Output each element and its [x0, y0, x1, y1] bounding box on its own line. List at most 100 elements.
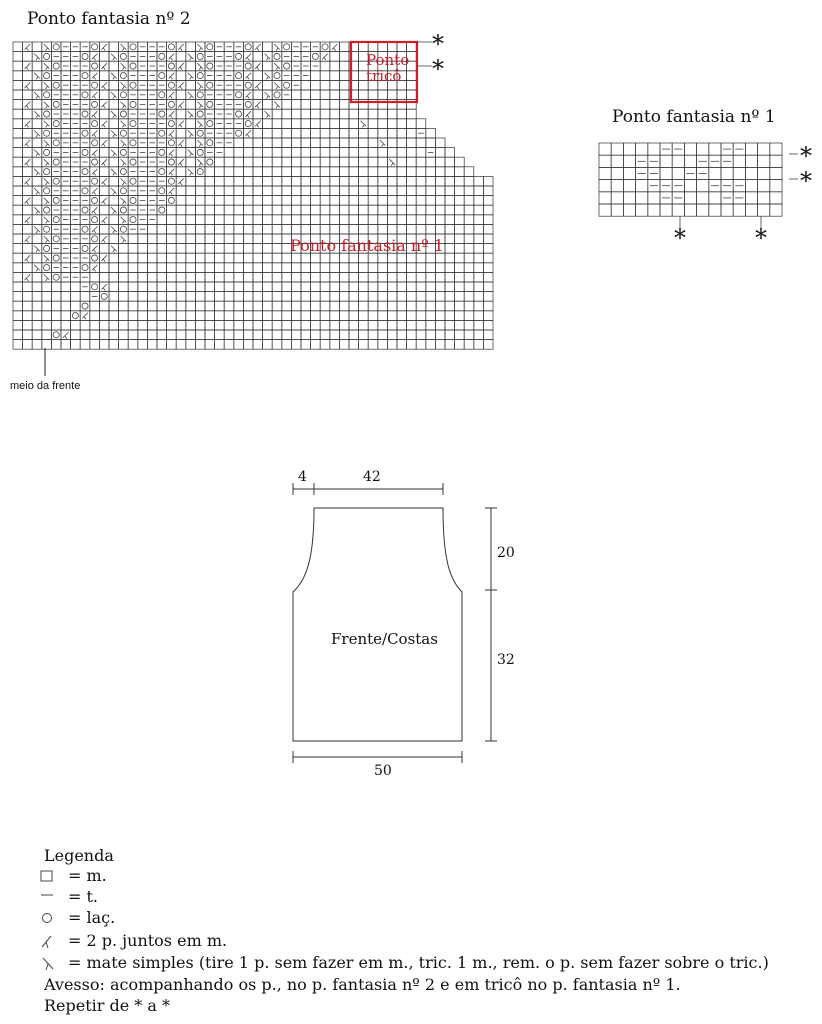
- chart-cell: [233, 252, 244, 264]
- yarn-over-symbol: [81, 302, 89, 310]
- yarn-over-symbol: [81, 110, 89, 118]
- chart-cell: [473, 204, 484, 216]
- chart-cell: [195, 204, 206, 216]
- chart-cell: [262, 166, 273, 177]
- chart-cell: [175, 214, 187, 225]
- chart-cell: [329, 108, 340, 120]
- chart-cell: [387, 272, 398, 283]
- chart-cell: [696, 203, 710, 217]
- chart-cell: [175, 320, 187, 331]
- chart-cell: [291, 147, 302, 158]
- chart-cell: [425, 262, 436, 273]
- chart-cell: [41, 339, 52, 350]
- chart-cell: [12, 214, 23, 225]
- chart-cell: [204, 329, 215, 340]
- chart-cell: [483, 339, 494, 350]
- chart-cell: [310, 224, 321, 235]
- chart-cell: [204, 291, 215, 302]
- ssk-symbol: [197, 82, 204, 90]
- chart-cell: [262, 156, 273, 168]
- chart-cell: [406, 214, 417, 225]
- chart-cell: [204, 339, 215, 350]
- chart-cell: [310, 214, 321, 225]
- chart-cell: [291, 128, 302, 139]
- chart-cell: [406, 166, 417, 177]
- ssk-symbol: [187, 53, 194, 61]
- chart-cell: [396, 185, 407, 196]
- chart-cell: [281, 214, 292, 225]
- chart-cell: [252, 233, 263, 244]
- chart-cell: [454, 185, 465, 196]
- chart-cell: [291, 281, 302, 292]
- chart-cell: [204, 166, 215, 177]
- chart-cell: [51, 339, 62, 350]
- chart-cell: [647, 142, 661, 156]
- ssk-symbol: [110, 53, 117, 61]
- yarn-over-symbol: [273, 52, 281, 60]
- chart-cell: [396, 339, 407, 350]
- chart-cell: [31, 80, 43, 91]
- yarn-over-symbol: [167, 120, 175, 128]
- chart-cell: [483, 272, 494, 283]
- chart-cell: [329, 176, 340, 187]
- chart-cell: [156, 243, 167, 254]
- yarn-over-symbol: [119, 72, 127, 80]
- chart-cell: [406, 224, 417, 235]
- chart-cell: [684, 154, 697, 168]
- chart-cell: [348, 128, 359, 139]
- chart-cell: [31, 300, 43, 312]
- chart-cell: [454, 252, 465, 264]
- chart-cell: [252, 195, 263, 206]
- chart-cell: [454, 233, 465, 244]
- chart-cell: [483, 204, 494, 216]
- chart-cell: [377, 156, 388, 168]
- chart-cell: [444, 214, 455, 225]
- chart-cell: [108, 310, 119, 321]
- k2tog-symbol: [62, 331, 69, 339]
- ssk-symbol: [43, 235, 50, 243]
- chart-cell: [12, 128, 23, 139]
- chart-cell: [396, 300, 407, 312]
- yarn-over-symbol: [52, 81, 60, 89]
- chart-cell: [195, 252, 206, 264]
- chart-cell: [339, 166, 350, 177]
- chart-cell: [319, 118, 331, 129]
- chart-cell: [610, 203, 624, 217]
- chart-cell: [435, 281, 446, 292]
- chart-cell: [310, 147, 321, 158]
- chart-cell: [367, 147, 379, 158]
- chart-cell: [358, 310, 369, 321]
- chart-cell: [12, 329, 23, 340]
- ssk-symbol: [110, 245, 117, 253]
- chart-cell: [233, 243, 244, 254]
- chart-cell: [89, 320, 100, 331]
- chart-cell: [204, 224, 215, 235]
- chart-cell: [281, 204, 292, 216]
- k2tog-icon: [41, 935, 52, 948]
- yarn-over-symbol: [158, 72, 166, 80]
- chart-cell: [252, 224, 263, 235]
- yarn-over-symbol: [91, 283, 99, 291]
- yarn-over-symbol: [43, 244, 51, 252]
- chart-cell: [252, 51, 263, 62]
- chart-cell: [214, 272, 225, 283]
- chart-cell: [271, 291, 283, 302]
- yarn-over-symbol: [43, 110, 51, 118]
- ssk-symbol: [187, 72, 194, 80]
- dim-neck: 42: [363, 469, 381, 485]
- chart-cell: [41, 310, 52, 321]
- chart-cell: [233, 166, 244, 177]
- chart-cell: [291, 156, 302, 168]
- chart-cell: [108, 60, 119, 72]
- chart-cell: [118, 339, 129, 350]
- chart-cell: [185, 339, 196, 350]
- chart-cell: [454, 339, 465, 350]
- chart-cell: [291, 99, 302, 110]
- chart-cell: [262, 281, 273, 292]
- chart-cell: [223, 252, 235, 264]
- chart-cell: [291, 166, 302, 177]
- yarn-over-symbol: [167, 100, 175, 108]
- yarn-over-symbol: [91, 81, 99, 89]
- chart-cell: [623, 154, 636, 168]
- chart-cell: [377, 339, 388, 350]
